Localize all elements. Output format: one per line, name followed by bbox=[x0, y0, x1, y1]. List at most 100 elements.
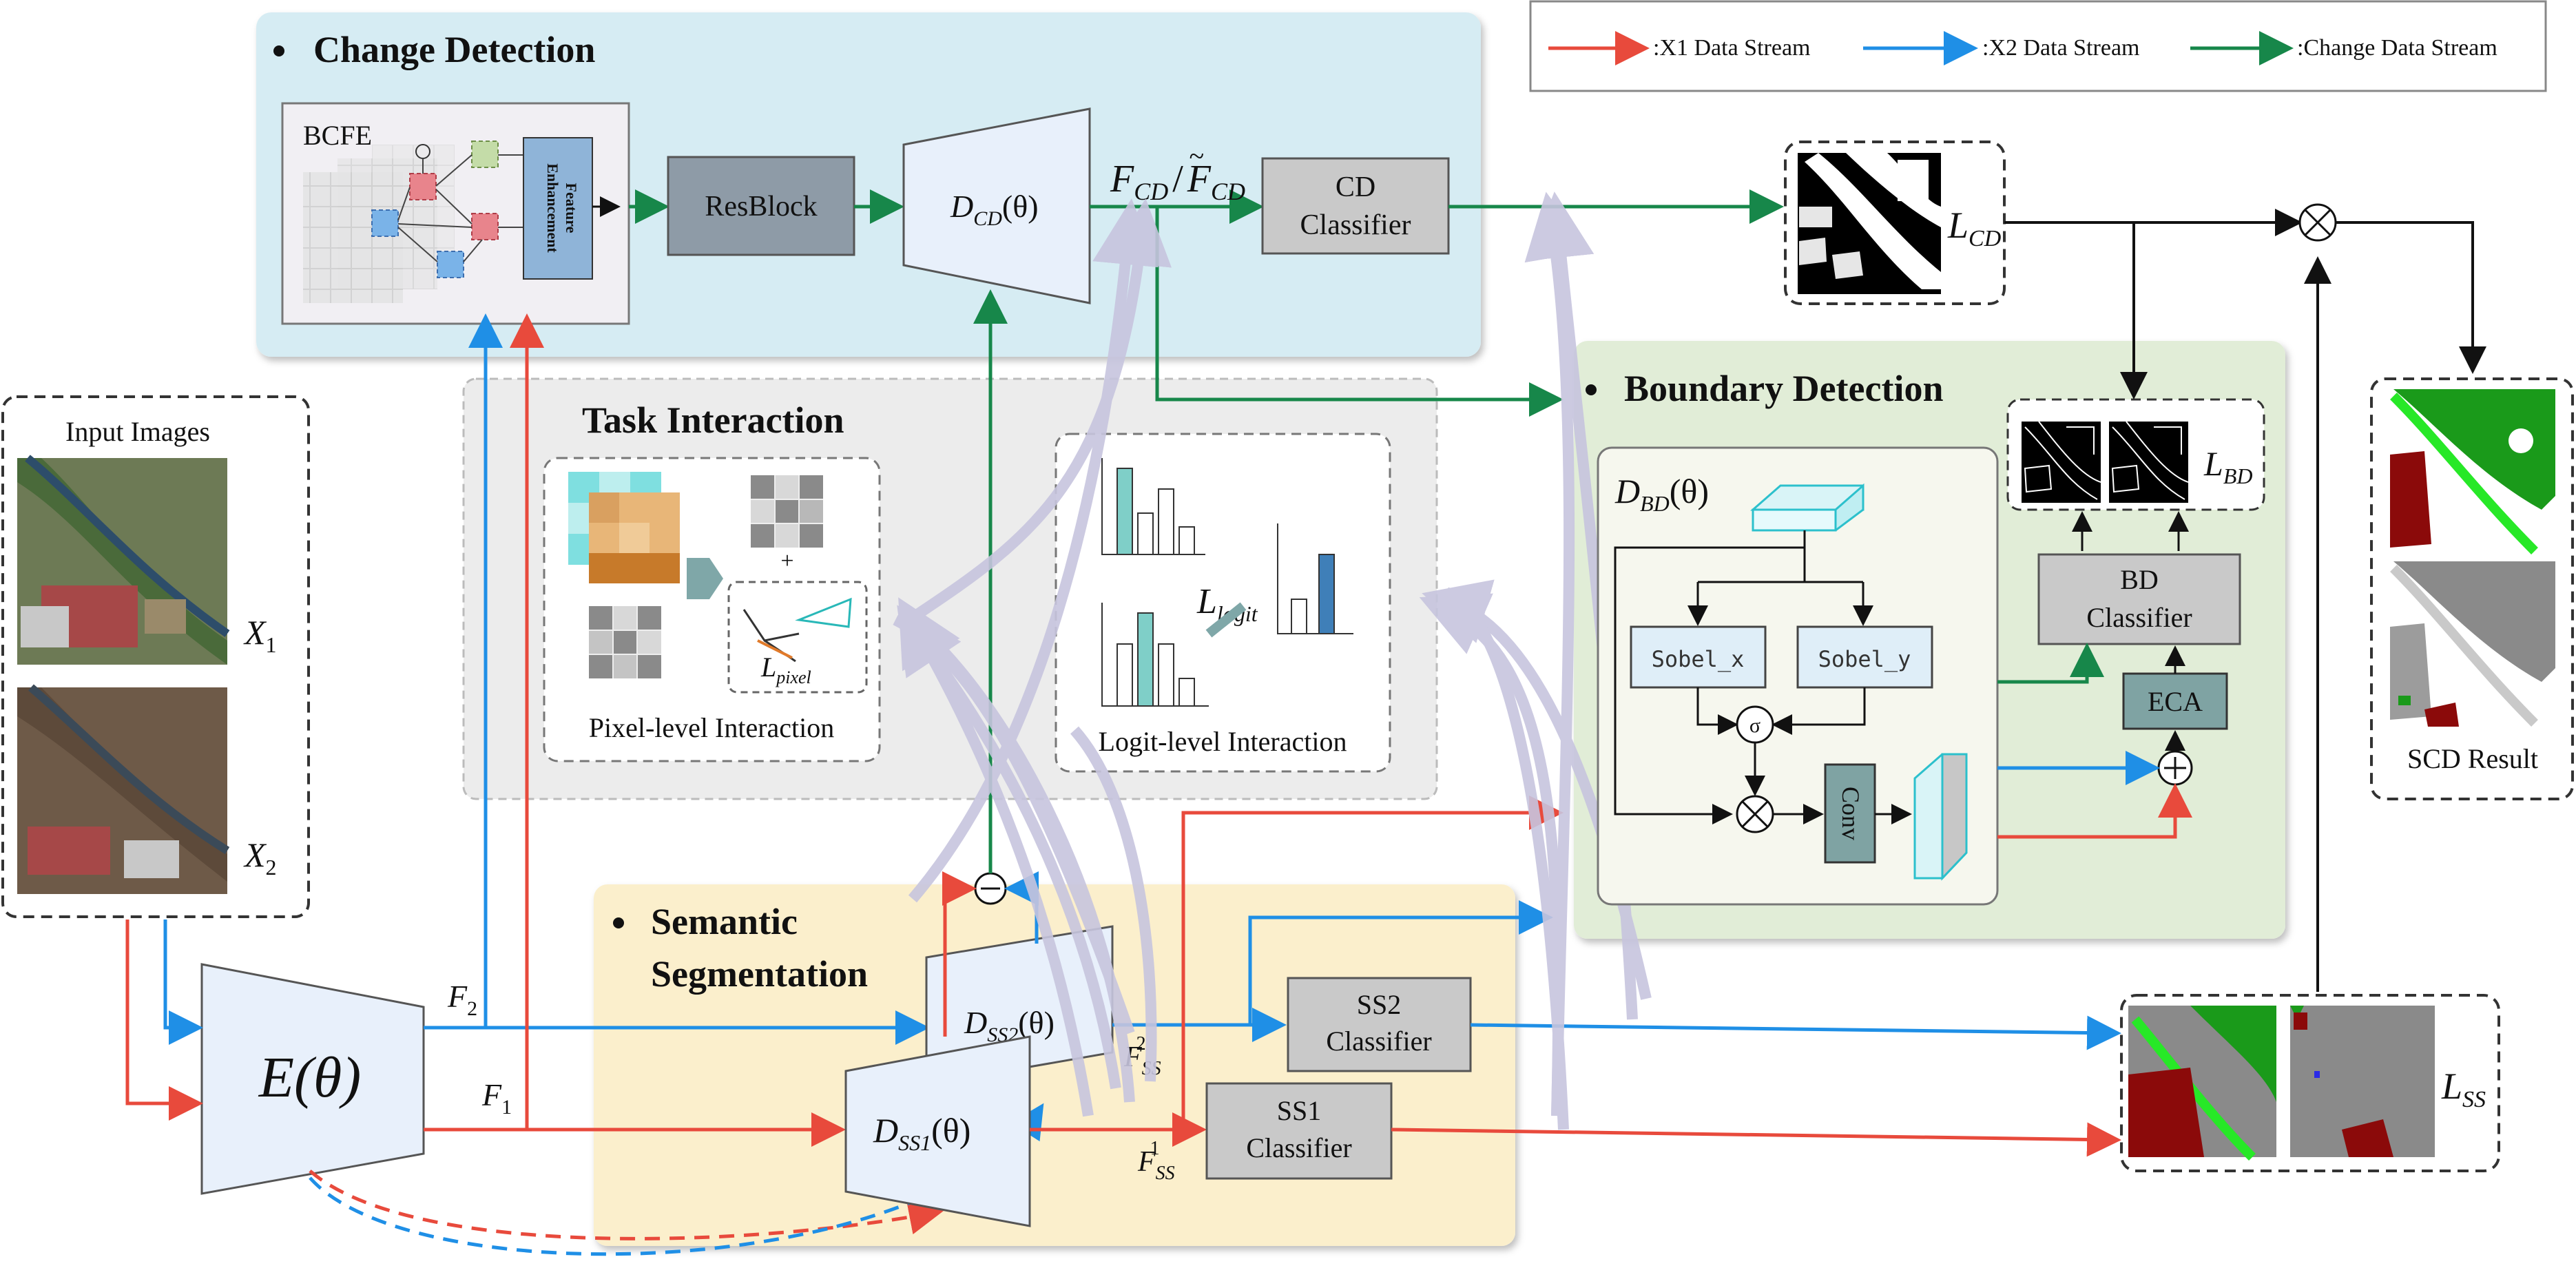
cd-classifier-line1: CD bbox=[1336, 172, 1375, 203]
cd-classifier bbox=[1261, 157, 1450, 255]
cd-classifier-line2: Classifier bbox=[1300, 209, 1411, 241]
ss1-classifier-line1: SS1 bbox=[1277, 1095, 1322, 1126]
bcfe-label: BCFE bbox=[303, 120, 372, 151]
dashed-blue-loop bbox=[309, 1103, 1044, 1256]
ss-title-1: Semantic bbox=[651, 901, 798, 942]
eca-block bbox=[2122, 672, 2228, 730]
sobel-y-label: Sobel_y bbox=[1818, 646, 1911, 672]
logit-histogram-bottom bbox=[1101, 603, 1209, 707]
legend-change-label: :Change Data Stream bbox=[2297, 35, 2497, 61]
sobel-y bbox=[1796, 625, 1933, 689]
arrow-red-to-add bbox=[1997, 783, 2192, 839]
legend-x2-label: :X2 Data Stream bbox=[1982, 35, 2140, 61]
ss-title-2: Segmentation bbox=[651, 953, 868, 995]
cd-title-bullet bbox=[273, 45, 284, 56]
bd-decoder-label: DBD(θ) bbox=[1614, 472, 1709, 516]
conv-label: Conv bbox=[1837, 787, 1865, 840]
eca-label: ECA bbox=[2148, 686, 2203, 717]
sigma-label: σ bbox=[1749, 714, 1760, 737]
ss1-classifier bbox=[1205, 1082, 1393, 1180]
f-ss1-label: FSS1 bbox=[1137, 1138, 1175, 1184]
decoder-ss1-label: DSS1(θ) bbox=[873, 1111, 970, 1155]
scd-result-map-1 bbox=[2390, 389, 2555, 554]
logit-level-caption: Logit-level Interaction bbox=[1099, 726, 1347, 757]
bd-edge-map-1 bbox=[2022, 421, 2101, 503]
arrow-to-result bbox=[2336, 221, 2486, 374]
pixel-angle-box bbox=[727, 581, 868, 694]
pixel-plus: + bbox=[780, 548, 793, 574]
encoder-label: E(θ) bbox=[258, 1046, 362, 1110]
bd-classifier-line1: BD bbox=[2120, 564, 2159, 595]
arrow-ss1cls-loss bbox=[1391, 1122, 2121, 1157]
arrow-dss1-diff bbox=[942, 871, 977, 1037]
bd-title-bullet bbox=[1586, 384, 1597, 395]
input-images-title: Input Images bbox=[65, 416, 210, 447]
arrow-bd-to-classifier bbox=[1997, 643, 2104, 684]
l-cd-label: LCD bbox=[1947, 205, 2002, 251]
x2-label: X2 bbox=[243, 835, 277, 880]
l-ss-label: LSS bbox=[2441, 1066, 2486, 1112]
pixel-level-caption: Pixel-level Interaction bbox=[589, 712, 835, 743]
bcfe-module: BCFE Feature Enhancement bbox=[281, 102, 630, 325]
bd-edge-map-2 bbox=[2109, 421, 2189, 503]
arrow-ss2cls-loss bbox=[1470, 1015, 2121, 1050]
input-image-x1 bbox=[17, 455, 230, 665]
bcfe-cube-red-2 bbox=[471, 213, 499, 240]
ti-title: Task Interaction bbox=[582, 399, 844, 441]
ss-title-bullet bbox=[613, 917, 624, 928]
ss-output-map-1 bbox=[2128, 1006, 2276, 1161]
pixel-gray-grid-bottom bbox=[589, 606, 661, 678]
ss2-classifier bbox=[1287, 977, 1472, 1072]
decoder-cd bbox=[902, 107, 1091, 304]
arrow-x2-encoder bbox=[163, 920, 203, 1045]
l-pixel-label: Lpixel bbox=[760, 652, 811, 687]
bcfe-cube-red-1 bbox=[409, 173, 437, 200]
legend-x1-label: :X1 Data Stream bbox=[1653, 35, 1811, 61]
arrow-ss2-bd bbox=[1248, 900, 1553, 1025]
arrow-ss1-bd bbox=[1181, 796, 1564, 1130]
pixel-gray-grid-top bbox=[751, 475, 823, 548]
bd-skip-path bbox=[1614, 546, 1805, 824]
sobel-x-label: Sobel_x bbox=[1652, 646, 1745, 672]
input-image-x2 bbox=[17, 684, 230, 894]
scd-result-map-2 bbox=[2390, 561, 2555, 727]
resblock bbox=[667, 156, 855, 256]
bcfe-cube-blue-2 bbox=[437, 251, 464, 278]
f-cd-tilde: ~ bbox=[1189, 141, 1204, 172]
cd-output-map bbox=[1798, 153, 1941, 294]
ss2-classifier-line2: Classifier bbox=[1326, 1026, 1431, 1057]
decoder-ss2-label: DSS2(θ) bbox=[964, 1005, 1055, 1046]
pixel-heatmap bbox=[568, 472, 680, 583]
arrow-x1-encoder bbox=[125, 920, 203, 1121]
resblock-label: ResBlock bbox=[705, 191, 817, 222]
logit-histogram-right bbox=[1277, 523, 1353, 634]
logit-histogram-top bbox=[1101, 458, 1205, 555]
legend: :X1 Data Stream :X2 Data Stream :Change … bbox=[1529, 0, 2547, 92]
bd-classifier bbox=[2037, 553, 2241, 645]
scd-result-title: SCD Result bbox=[2407, 743, 2538, 774]
logit-arrow bbox=[1205, 602, 1247, 638]
dashed-red-loop bbox=[309, 1170, 944, 1240]
bd-title: Boundary Detection bbox=[1624, 368, 1943, 409]
cd-title: Change Detection bbox=[313, 29, 595, 70]
feature-enhancement-block bbox=[523, 137, 593, 280]
fe-label-2: Enhancement bbox=[544, 163, 561, 253]
pixel-arrow bbox=[687, 558, 723, 599]
decoder-cd-label: DCD(θ) bbox=[950, 189, 1039, 230]
bd-classifier-line2: Classifier bbox=[2086, 602, 2192, 633]
x1-label: X1 bbox=[243, 613, 277, 657]
f1-label: F1 bbox=[481, 1077, 512, 1119]
bcfe-cube-green bbox=[471, 141, 499, 168]
l-bd-label: LBD bbox=[2203, 444, 2252, 488]
sobel-x bbox=[1630, 625, 1767, 689]
bcfe-cube-blue-1 bbox=[371, 209, 399, 237]
f2-label: F2 bbox=[447, 979, 477, 1020]
arrow-fcd-bd bbox=[1155, 207, 1564, 417]
ss-output-map-2 bbox=[2290, 1006, 2435, 1157]
fe-label-1: Feature bbox=[563, 183, 580, 233]
bd-input-feature-block bbox=[1750, 483, 1865, 532]
bd-output-feature-block bbox=[1913, 753, 1968, 881]
ss1-classifier-line2: Classifier bbox=[1246, 1132, 1351, 1163]
decoder-ss1 bbox=[844, 1035, 1031, 1227]
